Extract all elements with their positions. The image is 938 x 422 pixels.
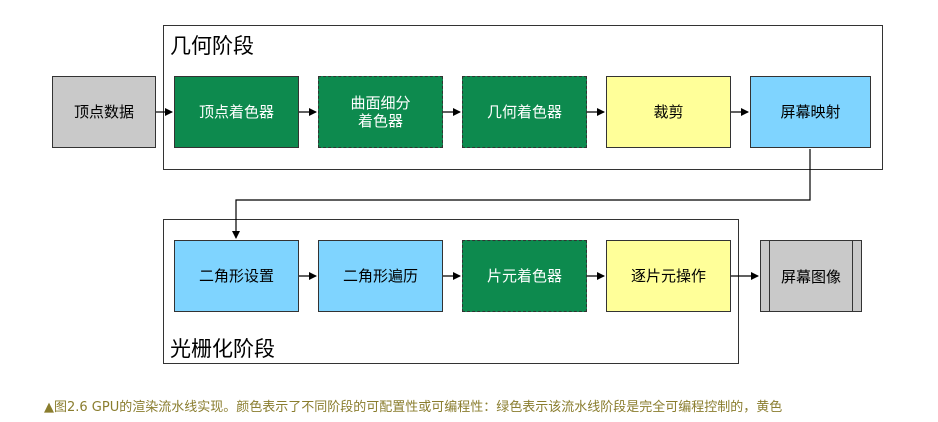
geometry-stage-title: 几何阶段 xyxy=(170,34,254,58)
vertex-shader-box: 顶点着色器 xyxy=(174,76,299,148)
triangle-setup-box: 二角形设置 xyxy=(174,240,299,312)
tessellation-shader-box: 曲面细分 着色器 xyxy=(318,76,443,148)
screen-image-right-bar xyxy=(852,241,853,311)
geometry-shader-box: 几何着色器 xyxy=(462,76,587,148)
figure-caption: ▲图2.6 GPU的渲染流水线实现。颜色表示了不同阶段的可配置性或可编程性：绿色… xyxy=(44,400,783,415)
clipping-box: 裁剪 xyxy=(606,76,731,148)
screen-image-label: 屏幕图像 xyxy=(780,267,841,286)
fragment-shader-box: 片元着色器 xyxy=(462,240,587,312)
arrow-screenmap-to-triangle-setup xyxy=(232,149,811,239)
triangle-traversal-box: 二角形遍历 xyxy=(318,240,443,312)
raster-stage-title: 光栅化阶段 xyxy=(170,337,275,361)
screen-image-left-bar xyxy=(769,241,770,311)
vertex-data-box: 顶点数据 xyxy=(52,76,156,148)
per-fragment-operations-box: 逐片元操作 xyxy=(606,240,731,312)
screen-image-box: 屏幕图像 xyxy=(760,240,862,312)
screen-mapping-box: 屏幕映射 xyxy=(750,76,871,148)
